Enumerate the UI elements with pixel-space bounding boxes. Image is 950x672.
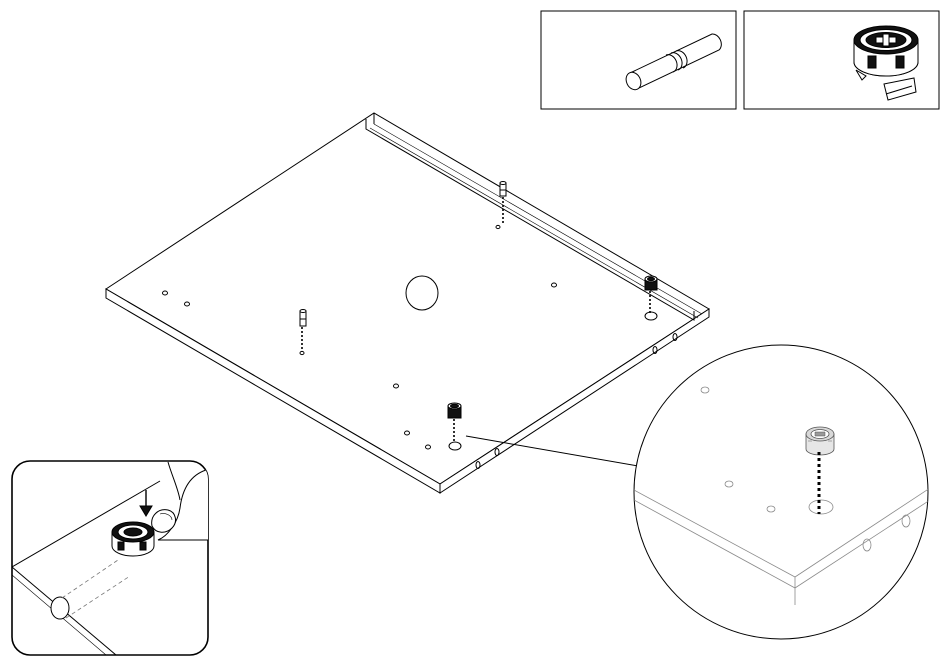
thumb-icon — [152, 462, 210, 540]
part-box-cam-lock — [744, 11, 939, 109]
cam-lock-icon — [854, 26, 918, 100]
wooden-dowel-icon — [623, 34, 721, 92]
detail-zoom-circle — [634, 345, 930, 639]
detail-cam-lock-icon — [806, 427, 834, 455]
inset-cam-lock-icon — [112, 522, 154, 556]
inset-insert-cam-lock — [12, 461, 210, 655]
arrow-down-icon — [140, 490, 152, 516]
part-box-dowel — [541, 11, 736, 109]
center-hole — [406, 276, 438, 310]
main-panel — [106, 113, 709, 493]
